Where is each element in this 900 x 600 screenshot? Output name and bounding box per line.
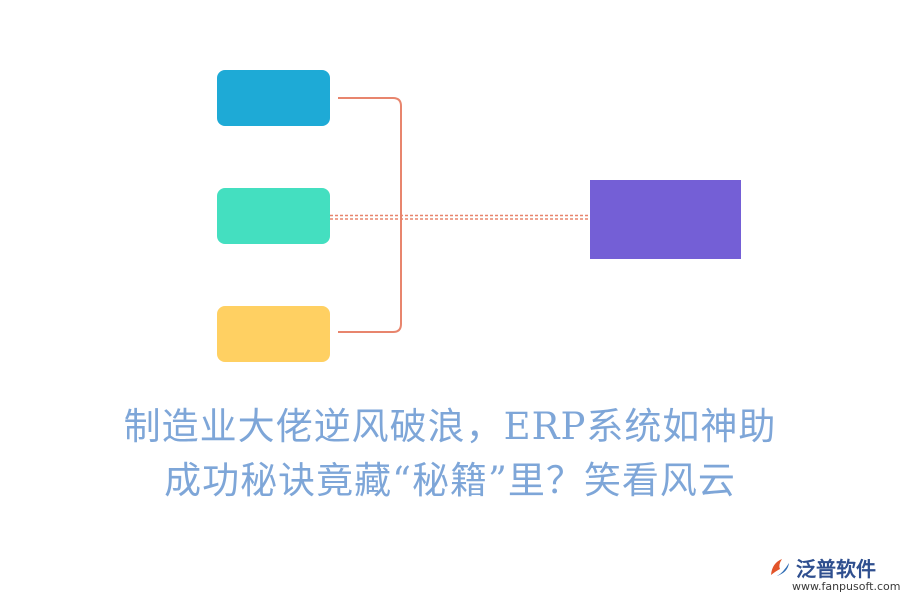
fanpu-logo-icon	[771, 559, 789, 576]
node-box-teal	[217, 188, 330, 244]
node-box-blue	[217, 70, 330, 126]
node-box-yellow	[217, 306, 330, 362]
logo-name: 泛普软件	[796, 557, 876, 581]
title-line: 制造业大佬逆风破浪，ERP系统如神助	[123, 405, 777, 448]
logo-url: www.fanpusoft.com	[792, 580, 900, 593]
node-box-purple	[590, 180, 741, 259]
title-line: 成功秘诀竟藏“秘籍”里？笑看风云	[164, 459, 736, 502]
brand-logo: 泛普软件 www.fanpusoft.com	[768, 553, 900, 595]
